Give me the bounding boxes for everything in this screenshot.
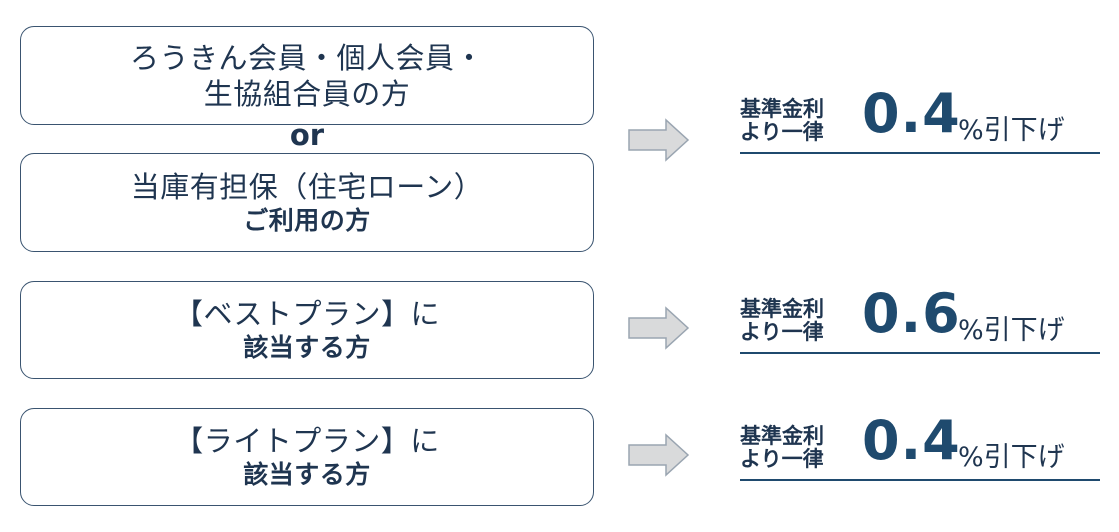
rate-discount-2: 基準金利 より一律 0.6 %引下げ — [740, 282, 1100, 354]
rate-suffix: %引下げ — [958, 442, 1065, 473]
right-arrow-icon — [628, 306, 690, 350]
condition-line: 当庫有担保（住宅ローン） — [130, 169, 484, 204]
right-arrow-icon — [628, 118, 690, 162]
condition-line: 該当する方 — [243, 460, 371, 489]
rate-value: 0.4 — [862, 82, 961, 145]
rate-label-line: より一律 — [740, 120, 824, 144]
or-connector: or — [289, 118, 325, 152]
condition-box-light-plan: 【ライトプラン】に 該当する方 — [20, 408, 594, 506]
rate-value: 0.6 — [862, 282, 961, 345]
rate-label: 基準金利 より一律 — [740, 98, 824, 144]
rate-label-line: より一律 — [740, 447, 824, 471]
rate-discount-3: 基準金利 より一律 0.4 %引下げ — [740, 409, 1100, 481]
right-arrow-icon — [628, 433, 690, 477]
rate-suffix: %引下げ — [958, 315, 1065, 346]
rate-value: 0.4 — [862, 409, 961, 472]
rate-label: 基準金利 より一律 — [740, 298, 824, 344]
condition-line: 該当する方 — [243, 333, 371, 362]
condition-line: 【ライトプラン】に — [174, 424, 440, 458]
condition-box-member: ろうきん会員・個人会員・ 生協組合員の方 — [20, 26, 594, 125]
rate-label-line: 基準金利 — [740, 97, 824, 121]
rate-suffix: %引下げ — [958, 115, 1065, 146]
condition-line: 生協組合員の方 — [203, 76, 411, 111]
condition-line: 【ベストプラン】に — [173, 297, 441, 331]
rate-label-line: より一律 — [740, 320, 824, 344]
rate-label-line: 基準金利 — [740, 424, 824, 448]
condition-line: ろうきん会員・個人会員・ — [129, 40, 484, 75]
condition-box-mortgage: 当庫有担保（住宅ローン） ご利用の方 — [20, 153, 594, 252]
condition-box-best-plan: 【ベストプラン】に 該当する方 — [20, 281, 594, 379]
rate-discount-1: 基準金利 より一律 0.4 %引下げ — [740, 82, 1100, 154]
condition-line: ご利用の方 — [243, 205, 371, 235]
rate-label-line: 基準金利 — [740, 297, 824, 321]
rate-label: 基準金利 より一律 — [740, 425, 824, 471]
